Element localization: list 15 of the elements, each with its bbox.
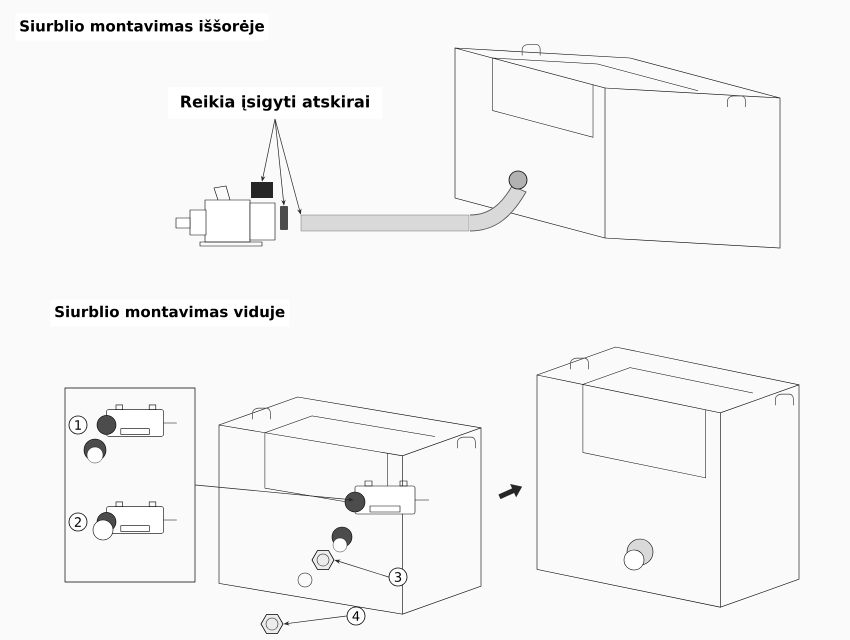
hose-clamp bbox=[280, 206, 288, 230]
pump-drawing bbox=[344, 480, 430, 514]
nut-drawing bbox=[260, 614, 284, 634]
section-heading: Siurblio montavimas iššorėje bbox=[15, 13, 269, 41]
callout-number: 2 bbox=[68, 512, 88, 532]
tank-drawing bbox=[536, 346, 800, 608]
inset-panel bbox=[64, 388, 196, 582]
section-heading: Siurblio montavimas viduje bbox=[50, 300, 290, 326]
hose bbox=[300, 214, 470, 232]
note-label: Reikia įsigyti atskirai bbox=[168, 87, 382, 119]
pump-cover-part bbox=[251, 182, 273, 198]
callout-number: 1 bbox=[68, 416, 88, 434]
callout-number: 4 bbox=[346, 606, 366, 626]
callout-number: 3 bbox=[388, 568, 408, 586]
nut-drawing bbox=[312, 550, 334, 570]
